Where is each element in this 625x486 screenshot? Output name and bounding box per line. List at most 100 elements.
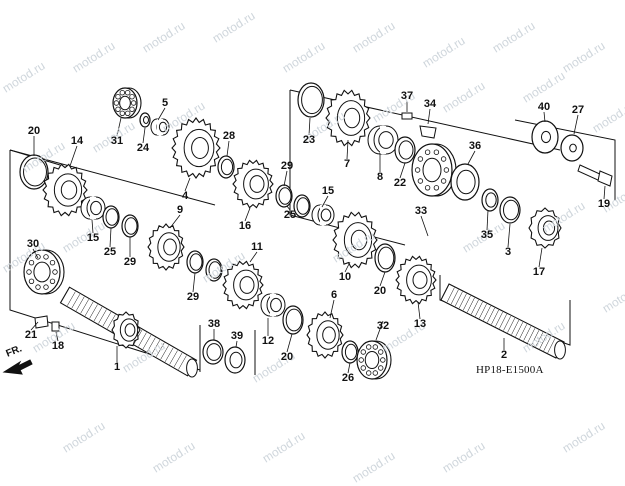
gear-10 [332, 211, 378, 269]
leader-line [283, 170, 288, 187]
leader-line [379, 271, 386, 287]
gear-4 [171, 117, 221, 179]
bolt-18 [51, 321, 60, 332]
washer-24 [139, 112, 151, 128]
part-number-label: 27 [571, 104, 585, 116]
part-number-label: 19 [597, 198, 611, 210]
washer-20-right [374, 243, 396, 273]
leader-line [142, 127, 146, 144]
part-number-label: 26 [341, 372, 355, 384]
part-number-label: 9 [176, 204, 184, 216]
collar-35 [481, 188, 499, 212]
leader-line [249, 251, 258, 263]
part-number-label: 2 [500, 349, 508, 361]
part-number-label: 20 [27, 125, 41, 137]
plate-34 [419, 125, 437, 139]
leader-line [286, 333, 293, 353]
part-number-label: 36 [468, 140, 482, 152]
part-number-label: 25 [103, 246, 117, 258]
part-number-label: 31 [110, 135, 124, 147]
washer-25-right [293, 194, 311, 218]
leader-line [55, 331, 59, 342]
bearing-12 [260, 293, 286, 317]
oring-3 [499, 196, 521, 224]
part-number-label: 38 [207, 318, 221, 330]
washer-29-mid [186, 250, 204, 274]
part-number-label: 4 [181, 190, 189, 202]
bolt-19-head [597, 170, 613, 187]
bushing-15-right [311, 204, 335, 226]
leader-line [235, 340, 238, 348]
leader-line [399, 162, 406, 179]
part-number-label: 18 [51, 340, 65, 352]
part-number-label: 33 [414, 205, 428, 217]
bushing-8 [367, 125, 399, 155]
leader-line [507, 223, 511, 248]
sprocket-17 [528, 207, 562, 249]
bolt-37 [401, 112, 413, 120]
leader-line [116, 117, 122, 137]
washer-29-left [121, 214, 139, 238]
leader-line [538, 247, 543, 268]
part-number-label: 13 [413, 318, 427, 330]
bearing-32 [356, 340, 392, 380]
circlip-38 [202, 339, 224, 365]
part-number-label: 11 [251, 241, 263, 253]
leader-line [69, 145, 78, 167]
part-number-label: 20 [280, 351, 294, 363]
bearing-31 [112, 87, 142, 119]
gear-7 [325, 89, 371, 147]
part-number-label: 12 [261, 335, 275, 347]
part-number-label: 21 [24, 329, 38, 341]
plate-39 [224, 346, 246, 374]
washer-23 [297, 82, 325, 118]
bushing-15-left [80, 196, 106, 220]
part-number-label: 22 [393, 177, 407, 189]
bearing-30 [23, 249, 65, 295]
part-number-label: 25 [283, 209, 297, 221]
leader-line [226, 140, 230, 157]
leader-line [286, 205, 291, 211]
part-number-label: 29 [186, 291, 200, 303]
plate-21 [34, 315, 49, 329]
leader-line [192, 272, 196, 293]
mainshaft-gear [111, 311, 141, 349]
washer-26 [341, 340, 359, 364]
part-number-label: 39 [230, 330, 244, 342]
front-arrow-icon [2, 359, 33, 375]
seal-36 [450, 163, 480, 201]
leader-line [329, 299, 335, 319]
leader-line [603, 185, 606, 200]
washer-20-left [19, 154, 49, 190]
leader-line [427, 108, 431, 125]
part-number-label: 8 [376, 171, 384, 183]
part-number-label: 15 [321, 185, 335, 197]
part-number-label: 30 [26, 238, 40, 250]
leader-line [467, 150, 476, 165]
part-number-label: 24 [136, 142, 150, 154]
leader-line [109, 227, 112, 248]
gear-6 [306, 311, 344, 359]
diagram-artwork [2, 82, 616, 380]
gear-9 [147, 223, 185, 271]
leader-line [91, 219, 94, 234]
plate-40 [531, 120, 559, 154]
leader-line [344, 261, 351, 273]
washer-25-mid [205, 258, 223, 282]
washer-20-mid [282, 305, 304, 335]
leader-line [375, 320, 384, 341]
gear-13 [395, 255, 437, 305]
diagram-code: HP18-E1500A [476, 364, 544, 376]
leader-line [346, 139, 349, 160]
leader-line [184, 177, 191, 192]
part-number-label: 16 [238, 220, 252, 232]
part-number-label: 3 [504, 246, 512, 258]
part-number-label: 1 [113, 361, 121, 373]
leader-line [543, 111, 546, 123]
leader-line [32, 248, 39, 259]
washer-25-left [102, 205, 120, 229]
countershaft [440, 283, 566, 360]
leader-line [420, 215, 429, 237]
washer-29-right [275, 184, 293, 208]
